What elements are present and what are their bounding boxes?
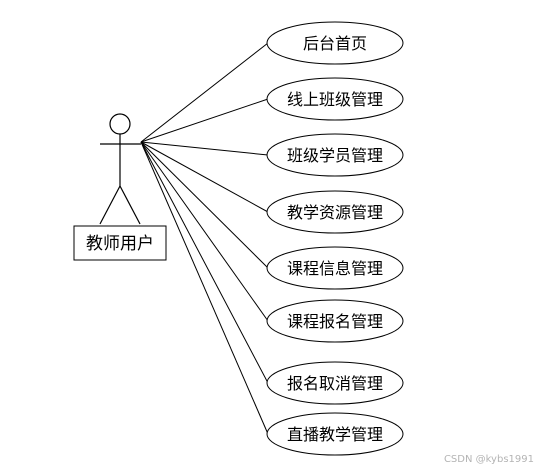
watermark: CSDN @kybs1991: [443, 454, 534, 465]
association-lines: [140, 42, 269, 435]
use-case-label: 班级学员管理: [287, 146, 383, 165]
actor-label-box: 教师用户: [73, 225, 167, 261]
use-case-label: 线上班级管理: [287, 90, 383, 109]
actor-head: [109, 113, 131, 135]
use-case: 课程报名管理: [266, 299, 404, 343]
use-case: 报名取消管理: [266, 361, 404, 405]
use-case: 班级学员管理: [266, 133, 404, 177]
actor-right-leg: [119, 185, 141, 225]
association-line: [140, 98, 269, 143]
use-case-ellipse: [266, 361, 404, 405]
association-line: [140, 141, 269, 156]
use-case-label: 课程信息管理: [287, 259, 383, 278]
use-case-ellipse: [266, 190, 404, 234]
use-case: 线上班级管理: [266, 77, 404, 121]
use-case-label: 直播教学管理: [287, 425, 383, 444]
association-line: [140, 141, 269, 269]
use-case-label: 后台首页: [303, 34, 367, 53]
use-case-label: 报名取消管理: [287, 374, 383, 393]
use-case-ellipse: [266, 21, 404, 65]
use-case-ellipse: [266, 246, 404, 290]
association-line: [140, 141, 269, 435]
use-case-ellipse: [266, 412, 404, 456]
use-case: 后台首页: [266, 21, 404, 65]
actor-left-leg: [99, 185, 121, 225]
actor-label-frame: [73, 225, 167, 261]
use-case: 直播教学管理: [266, 412, 404, 456]
association-line: [140, 141, 269, 384]
association-line: [140, 42, 269, 143]
association-line: [140, 141, 269, 322]
use-case-ellipse: [266, 77, 404, 121]
actor-label: 教师用户: [86, 234, 154, 254]
use-case-ellipse: [266, 299, 404, 343]
association-line: [140, 141, 269, 213]
use-case-label: 教学资源管理: [287, 203, 383, 222]
use-case-label: 课程报名管理: [287, 312, 383, 331]
use-case-ellipse: [266, 133, 404, 177]
use-case: 教学资源管理: [266, 190, 404, 234]
actor-stick-figure: [99, 113, 141, 225]
use-case: 课程信息管理: [266, 246, 404, 290]
